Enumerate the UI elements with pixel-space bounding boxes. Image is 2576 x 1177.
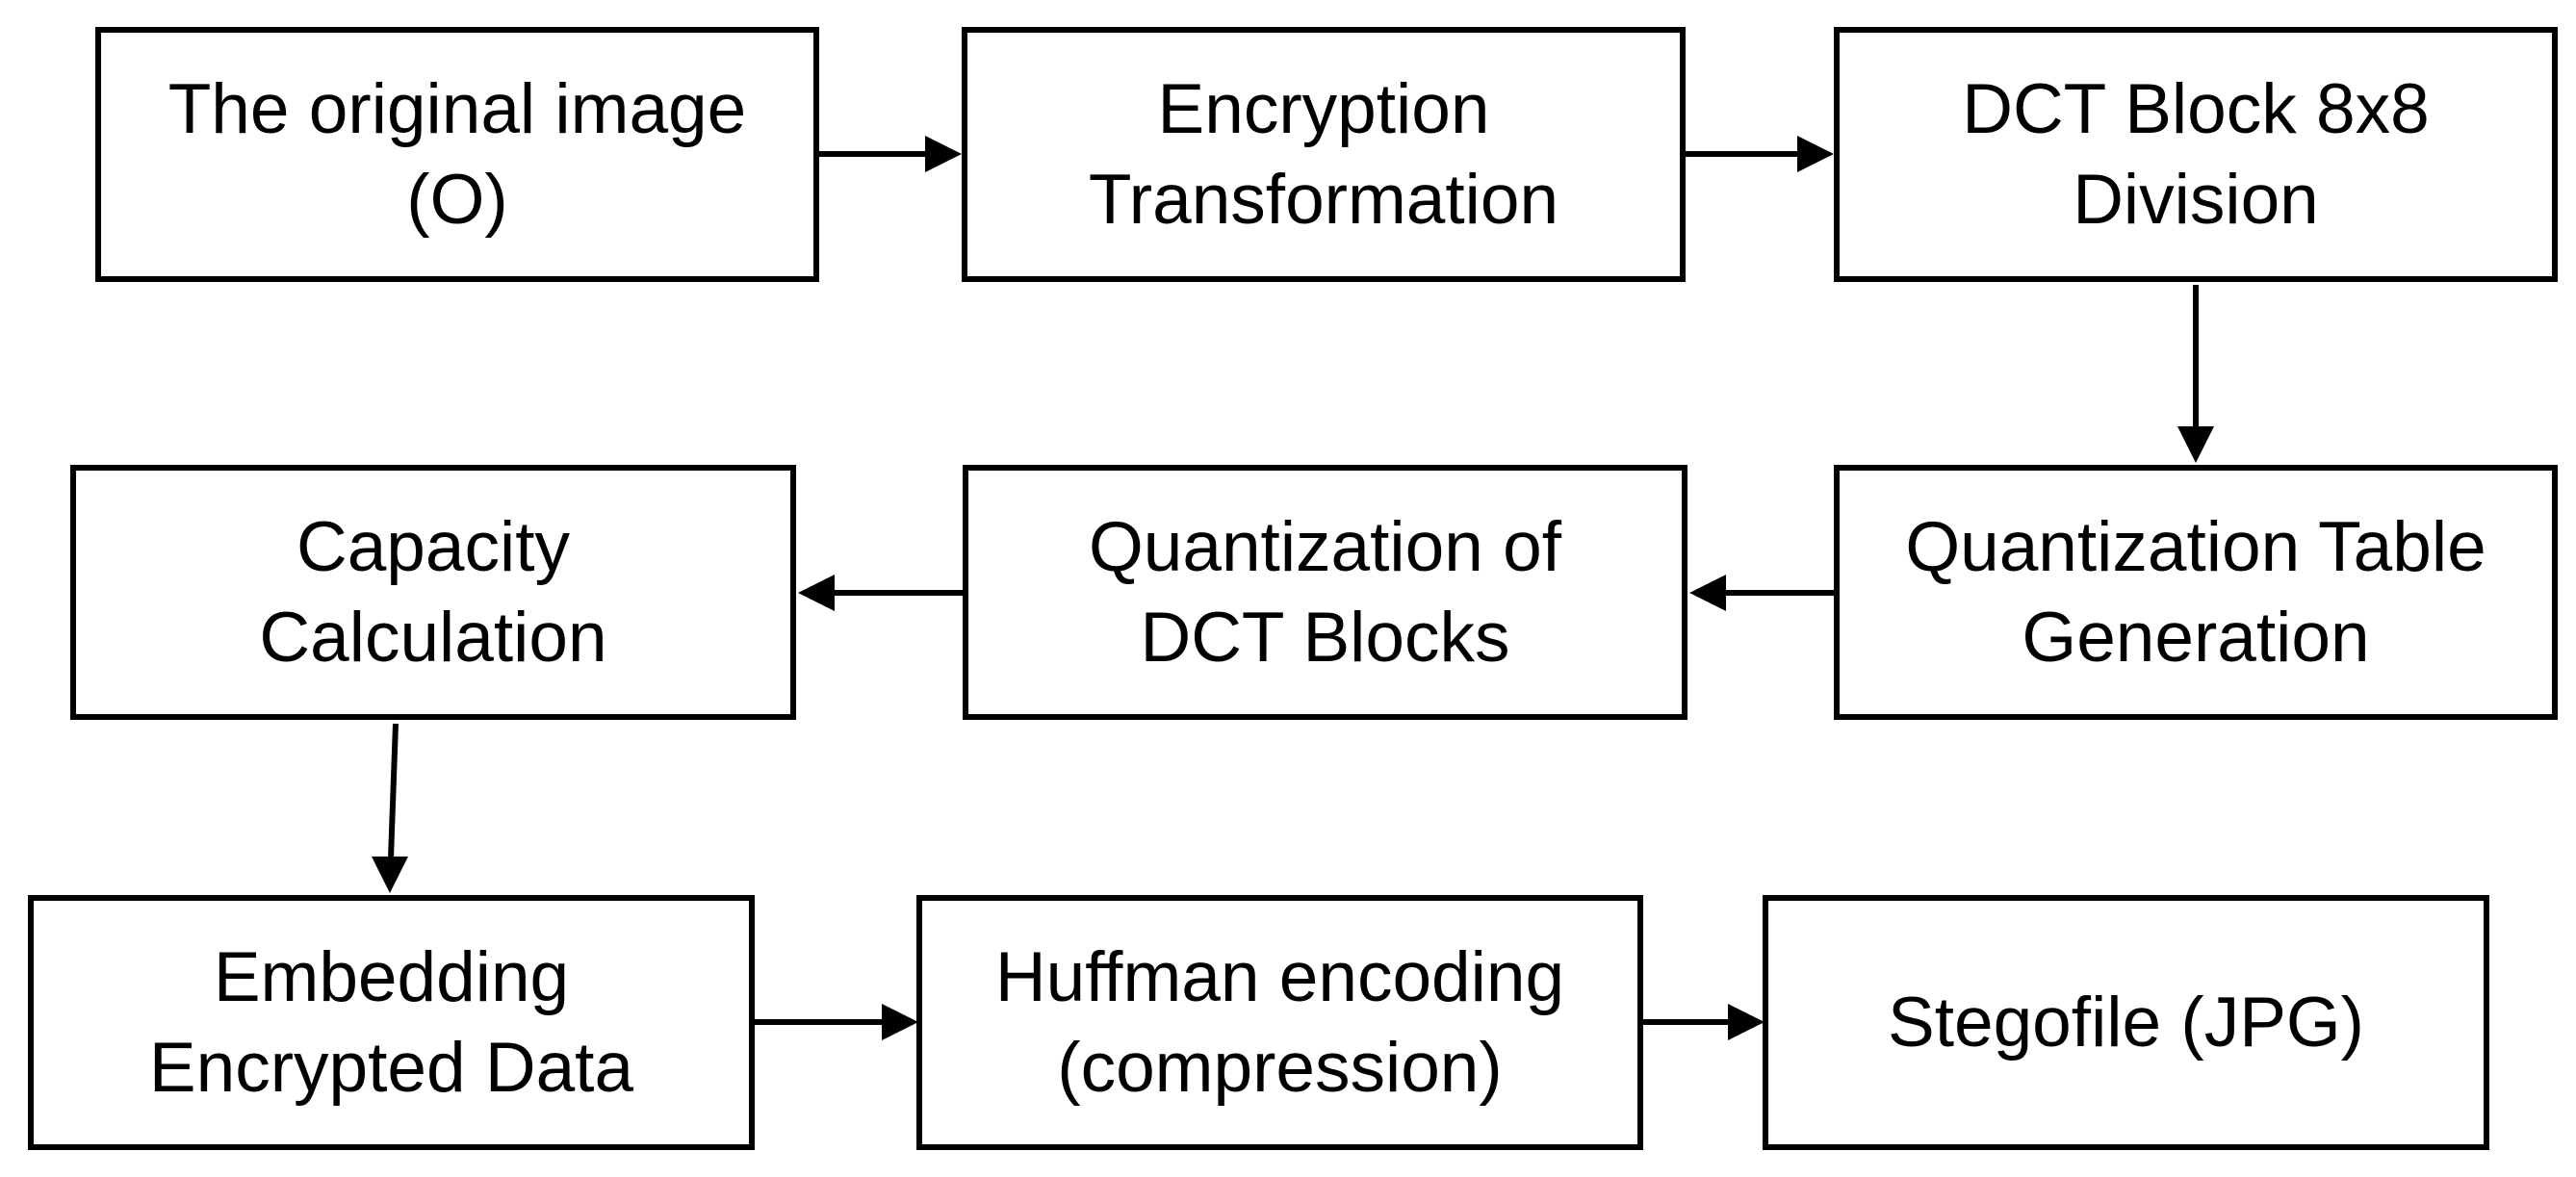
flow-box-quantization-of-dct-blocks: Quantization of DCT Blocks [963, 465, 1687, 720]
box-label-line: (compression) [1057, 1028, 1503, 1107]
arrow-quantization-table-to-quantization-blocks [1689, 575, 1834, 611]
flow-box-original-image: The original image (O) [95, 27, 819, 282]
box-label-line: Encrypted Data [148, 1028, 634, 1107]
box-label-line: Generation [2022, 598, 2370, 677]
box-label-line: The original image [167, 70, 747, 149]
box-label-line: Huffman encoding [994, 938, 1565, 1017]
box-label-line: Stegofile (JPG) [1888, 983, 2364, 1062]
arrowhead-right-icon [1797, 136, 1834, 172]
box-label-line: Division [2073, 160, 2319, 239]
arrowhead-down-icon [2177, 426, 2214, 463]
arrow-capacity-to-embedding [372, 723, 408, 893]
box-label-line: Quantization Table [1905, 508, 2486, 587]
flow-box-huffman-encoding: Huffman encoding (compression) [916, 895, 1643, 1150]
arrowhead-right-icon [882, 1004, 918, 1040]
arrow-shaft [388, 723, 399, 859]
arrowhead-down-icon [372, 857, 408, 893]
box-label-line: Transformation [1088, 160, 1559, 239]
arrowhead-right-icon [1728, 1004, 1765, 1040]
box-label-line: Calculation [259, 598, 607, 677]
arrow-huffman-to-stegofile [1643, 1004, 1765, 1040]
flow-box-stegofile: Stegofile (JPG) [1763, 895, 2489, 1150]
flow-box-encryption-transformation: Encryption Transformation [962, 27, 1686, 282]
flow-box-capacity-calculation: Capacity Calculation [70, 465, 796, 720]
box-label-line: DCT Block 8x8 [1962, 70, 2430, 149]
arrowhead-right-icon [925, 136, 962, 172]
box-label-line: DCT Blocks [1140, 598, 1510, 677]
arrow-encryption-to-dct-division [1686, 136, 1834, 172]
box-label-line: Capacity [296, 508, 570, 587]
flow-box-embedding-encrypted-data: Embedding Encrypted Data [28, 895, 755, 1150]
box-label-line: Quantization of [1088, 508, 1562, 587]
flow-box-dct-block-8x8-division: DCT Block 8x8 Division [1834, 27, 2558, 282]
arrow-original-to-encryption [819, 136, 962, 172]
box-label-line: (O) [406, 160, 508, 239]
arrow-embedding-to-huffman [755, 1004, 918, 1040]
flow-box-quantization-table-generation: Quantization Table Generation [1834, 465, 2558, 720]
box-label-line: Embedding [213, 938, 570, 1017]
arrow-dct-division-to-quantization-table [2177, 285, 2214, 463]
arrow-quantization-blocks-to-capacity [798, 575, 963, 611]
arrowhead-left-icon [1689, 575, 1726, 611]
arrowhead-left-icon [798, 575, 835, 611]
box-label-line: Encryption [1157, 70, 1490, 149]
